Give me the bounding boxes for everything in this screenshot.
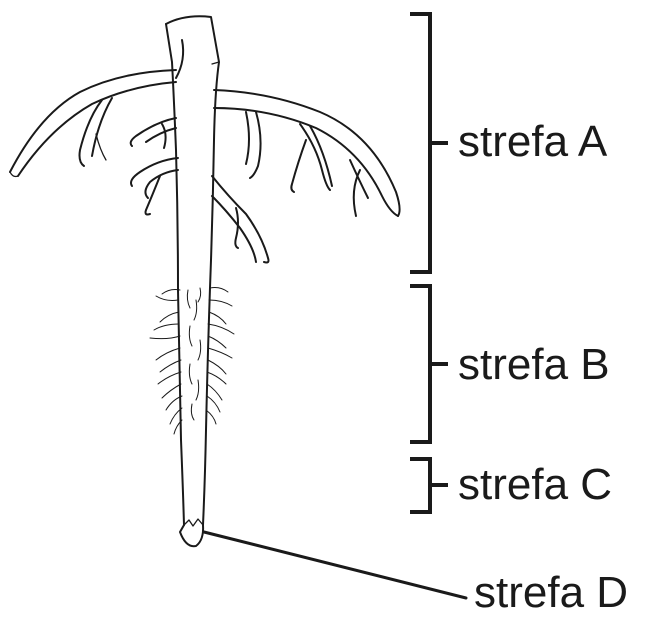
bracket-zone-b <box>412 286 446 442</box>
root-hairs <box>150 288 234 435</box>
label-zone-d: strefa D <box>474 571 628 615</box>
bracket-zone-a <box>412 14 446 272</box>
lateral-roots <box>10 40 400 263</box>
pointer-zone-d <box>204 532 466 598</box>
bracket-zone-c <box>412 459 446 512</box>
label-zone-b: strefa B <box>458 343 610 387</box>
label-zone-c: strefa C <box>458 463 612 507</box>
label-zone-a: strefa A <box>458 120 607 164</box>
taproot <box>166 16 219 525</box>
